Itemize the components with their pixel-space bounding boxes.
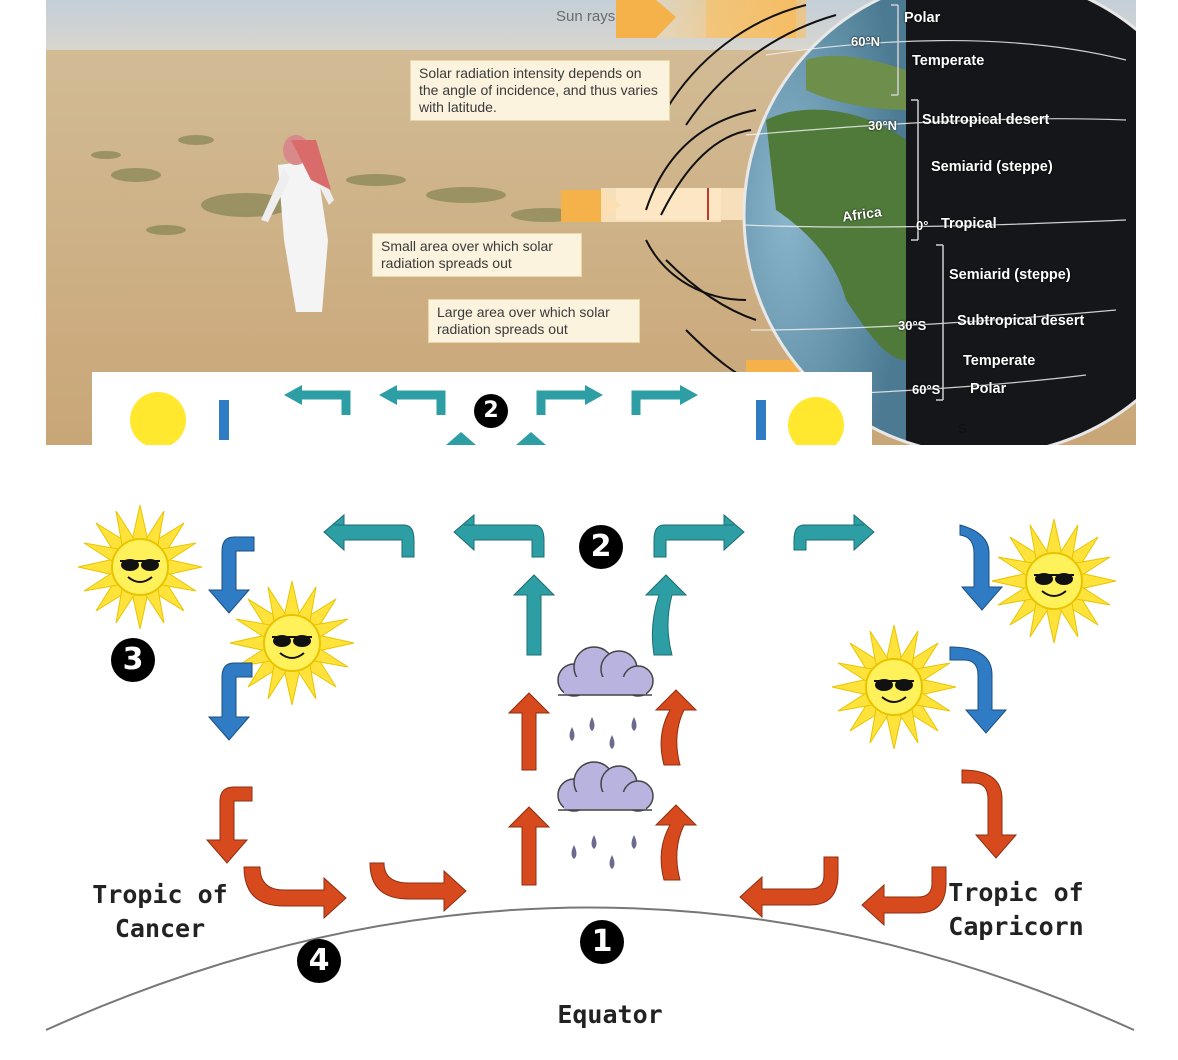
hadley-cell-artwork — [45, 504, 1135, 1031]
sun-icon-mid-right — [831, 624, 957, 750]
step-number-2: 2 — [579, 525, 623, 569]
descending-air-arrows — [207, 524, 1008, 741]
zone-temperate-north: Temperate — [912, 53, 985, 69]
hadley-cell-diagram: Tropic of Cancer Tropic of Capricorn Equ… — [44, 495, 1136, 1060]
latitude-equator: 0° — [916, 218, 929, 233]
inset-number-2: 2 — [474, 394, 508, 428]
zone-semiarid-south: Semiarid (steppe) — [949, 267, 1071, 283]
label-tropic-of-cancer: Tropic of Cancer — [92, 880, 228, 943]
sun-icon-top-right — [991, 518, 1117, 644]
latitude-s-label: S — [958, 421, 967, 436]
zone-polar-north: Polar — [904, 10, 941, 26]
zone-temperate-south: Temperate — [963, 353, 1036, 369]
rain-cloud-icon-lower — [557, 761, 654, 812]
label-equator: Equator — [557, 1000, 663, 1029]
rain-cloud-icon-upper — [557, 646, 654, 697]
step-number-1: 1 — [580, 920, 624, 964]
zone-tropical: Tropical — [941, 216, 997, 232]
step-number-4: 4 — [297, 939, 341, 983]
callout-large-area: Large area over which solar radiation sp… — [428, 299, 640, 343]
callout-radiation-intensity: Solar radiation intensity depends on the… — [410, 60, 670, 121]
zone-subtropical-desert-north: Subtropical desert — [922, 112, 1050, 128]
callout-small-area: Small area over which solar radiation sp… — [372, 233, 582, 277]
surface-and-rising-arrows — [205, 689, 1018, 927]
zone-polar-south: Polar — [970, 381, 1007, 397]
person-in-desert — [261, 135, 334, 312]
label-tropic-of-capricorn: Tropic of Capricorn — [948, 878, 1084, 941]
sun-icon-mid-left — [229, 580, 355, 706]
latitude-30n: 30°N — [868, 118, 898, 133]
latitude-60n: 60°N — [851, 34, 881, 49]
zone-semiarid-north: Semiarid (steppe) — [931, 159, 1053, 175]
upper-outflow-arrows — [323, 513, 875, 656]
step-number-3: 3 — [111, 638, 155, 682]
latitude-30s: 30°S — [898, 318, 927, 333]
latitude-60s: 60°S — [912, 382, 941, 397]
globe — [742, 0, 1136, 445]
latitude-climate-zones-figure: Sun rays Solar radiation intensity depen… — [46, 0, 1136, 445]
sun-ray-arrows — [561, 0, 826, 374]
sun-rays-label: Sun rays — [556, 8, 616, 25]
zone-subtropical-desert-south: Subtropical desert — [957, 313, 1085, 329]
sun-icon-top-left — [77, 504, 203, 630]
earth-surface-arc — [45, 906, 1135, 1031]
